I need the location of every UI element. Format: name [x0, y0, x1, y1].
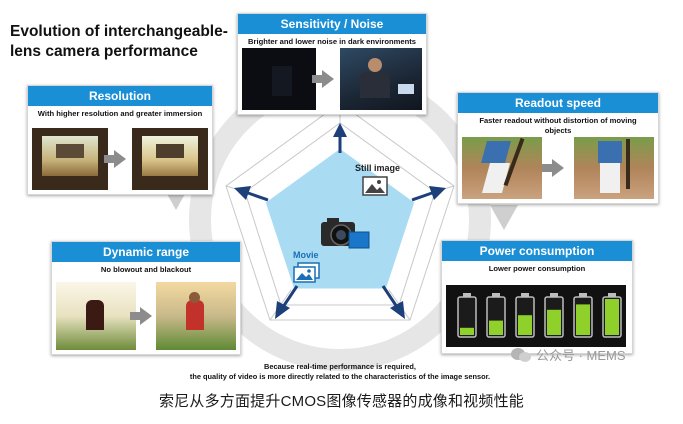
battery-cap: [521, 293, 529, 297]
battery-level: [518, 315, 532, 335]
transition-arrow: [104, 150, 126, 168]
battery-cap: [608, 293, 616, 297]
still-image-icon: [362, 176, 388, 196]
dynamic-range-card: Dynamic range No blowout and blackout: [51, 241, 241, 355]
page-title: Evolution of interchangeable- lens camer…: [10, 22, 240, 62]
dark-noisy-photo: [242, 48, 316, 110]
transition-arrow: [130, 307, 152, 325]
card-heading: Readout speed: [458, 93, 658, 113]
sharp-batter-photo: [574, 137, 654, 199]
card-description: With higher resolution and greater immer…: [37, 109, 203, 118]
high-resolution-photo: [132, 128, 208, 190]
transition-arrow: [542, 159, 564, 177]
transition-arrow: [312, 70, 334, 88]
caption-line-1: Because real-time performance is require…: [264, 362, 416, 371]
ring-arrow-right: [490, 205, 518, 230]
battery-row: [446, 285, 626, 347]
still-image-label: Still image: [355, 163, 401, 173]
title-line-1: Evolution of interchangeable-: [10, 23, 228, 40]
card-description: Lower power consumption: [488, 264, 586, 273]
watermark: 公众号 · MEMS: [510, 345, 626, 364]
battery-icon: [457, 296, 477, 338]
card-heading: Dynamic range: [52, 242, 240, 262]
battery-level: [547, 309, 561, 335]
battery-cap: [463, 293, 471, 297]
chinese-caption: 索尼从多方面提升CMOS图像传感器的成像和视频性能: [158, 393, 524, 410]
title-line-2: lens camera performance: [10, 43, 198, 60]
balanced-exposure-photo: [156, 282, 236, 350]
battery-cap: [550, 293, 558, 297]
low-resolution-photo: [32, 128, 108, 190]
battery-level: [460, 327, 474, 335]
card-description: Brighter and lower noise in dark environ…: [248, 37, 416, 46]
battery-cap: [579, 293, 587, 297]
battery-level: [605, 299, 619, 335]
battery-level: [576, 304, 590, 335]
direction-arrows: [234, 123, 446, 319]
bright-clean-photo: [340, 48, 422, 110]
wechat-icon: [511, 347, 531, 362]
card-description: No blowout and blackout: [100, 265, 192, 274]
card-description: Faster readout without distortion of mov…: [479, 116, 637, 135]
diagram-caption: Because real-time performance is require…: [130, 362, 550, 382]
sensitivity-noise-card: Sensitivity / Noise Brighter and lower n…: [237, 13, 427, 115]
readout-speed-card: Readout speed Faster readout without dis…: [457, 92, 659, 204]
distorted-batter-photo: [462, 137, 542, 199]
movie-icon: [293, 262, 320, 283]
movie-label: Movie: [293, 250, 319, 260]
card-heading: Power consumption: [442, 241, 632, 261]
battery-cap: [492, 293, 500, 297]
battery-level: [489, 320, 503, 335]
card-heading: Sensitivity / Noise: [238, 14, 426, 34]
power-consumption-card: Power consumption Lower power consumptio…: [441, 240, 633, 354]
blown-out-photo: [56, 282, 136, 350]
caption-line-2: the quality of video is more directly re…: [189, 372, 491, 381]
resolution-card: Resolution With higher resolution and gr…: [27, 85, 213, 195]
watermark-text: 公众号 · MEMS: [536, 348, 626, 363]
camera-icon: [321, 218, 370, 249]
card-heading: Resolution: [28, 86, 212, 106]
